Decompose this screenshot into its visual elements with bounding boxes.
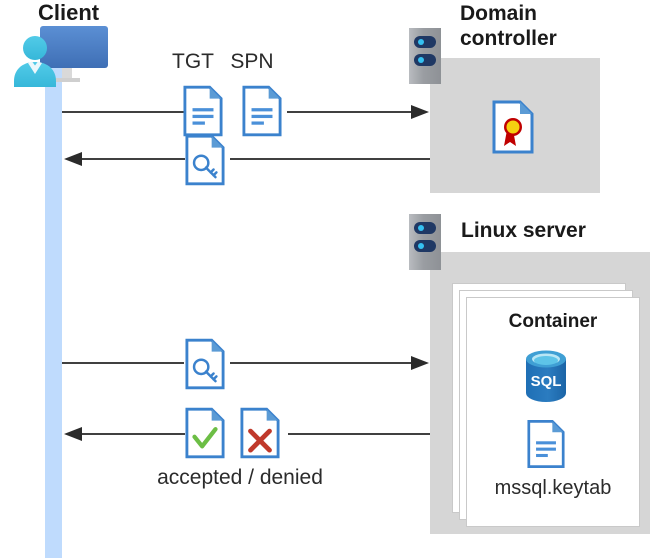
denied-document-icon [240,407,280,459]
container-card-front [466,297,640,527]
flow-result-arrowhead-left [64,427,82,441]
present-ticket-key-document-icon [185,338,225,390]
flow-return-line-right [230,158,430,160]
ticket-key-document-icon [185,134,225,186]
flow-result-line-right [288,433,430,435]
keytab-filename-label: mssql.keytab [494,477,612,499]
accepted-denied-label: accepted / denied [157,466,323,489]
tgt-document-icon [183,85,223,137]
flow-present-line-right [230,362,417,364]
sql-badge-label: SQL [531,373,562,390]
container-title: Container [508,311,598,332]
client-title: Client [38,0,100,25]
keytab-document-icon [527,420,565,468]
sql-database-icon: SQL [526,350,566,402]
tgt-label: TGT [172,50,214,73]
spn-label: SPN [230,50,274,73]
flow-request-line-right [287,111,417,113]
domain-controller-title-line1: Domain [460,2,538,25]
server-rack-icon-dc [409,28,441,84]
flow-return-line-left [80,158,185,160]
certificate-document-icon [492,100,534,154]
linux-server-title: Linux server [461,219,586,242]
flow-present-arrowhead-right [411,356,429,370]
client-workstation-icon [14,26,108,87]
flow-request-arrowhead-right [411,105,429,119]
flow-return-arrowhead-left [64,152,82,166]
client-lifeline [45,62,62,558]
domain-controller-title: Domain controller [460,2,660,52]
server-rack-icon-linux [409,214,441,270]
spn-document-icon [242,85,282,137]
flow-result-line-left [80,433,185,435]
domain-controller-title-line2: controller [460,26,557,50]
accepted-document-icon [185,407,225,459]
flow-present-line-left [62,362,184,364]
flow-request-line-left [62,111,184,113]
